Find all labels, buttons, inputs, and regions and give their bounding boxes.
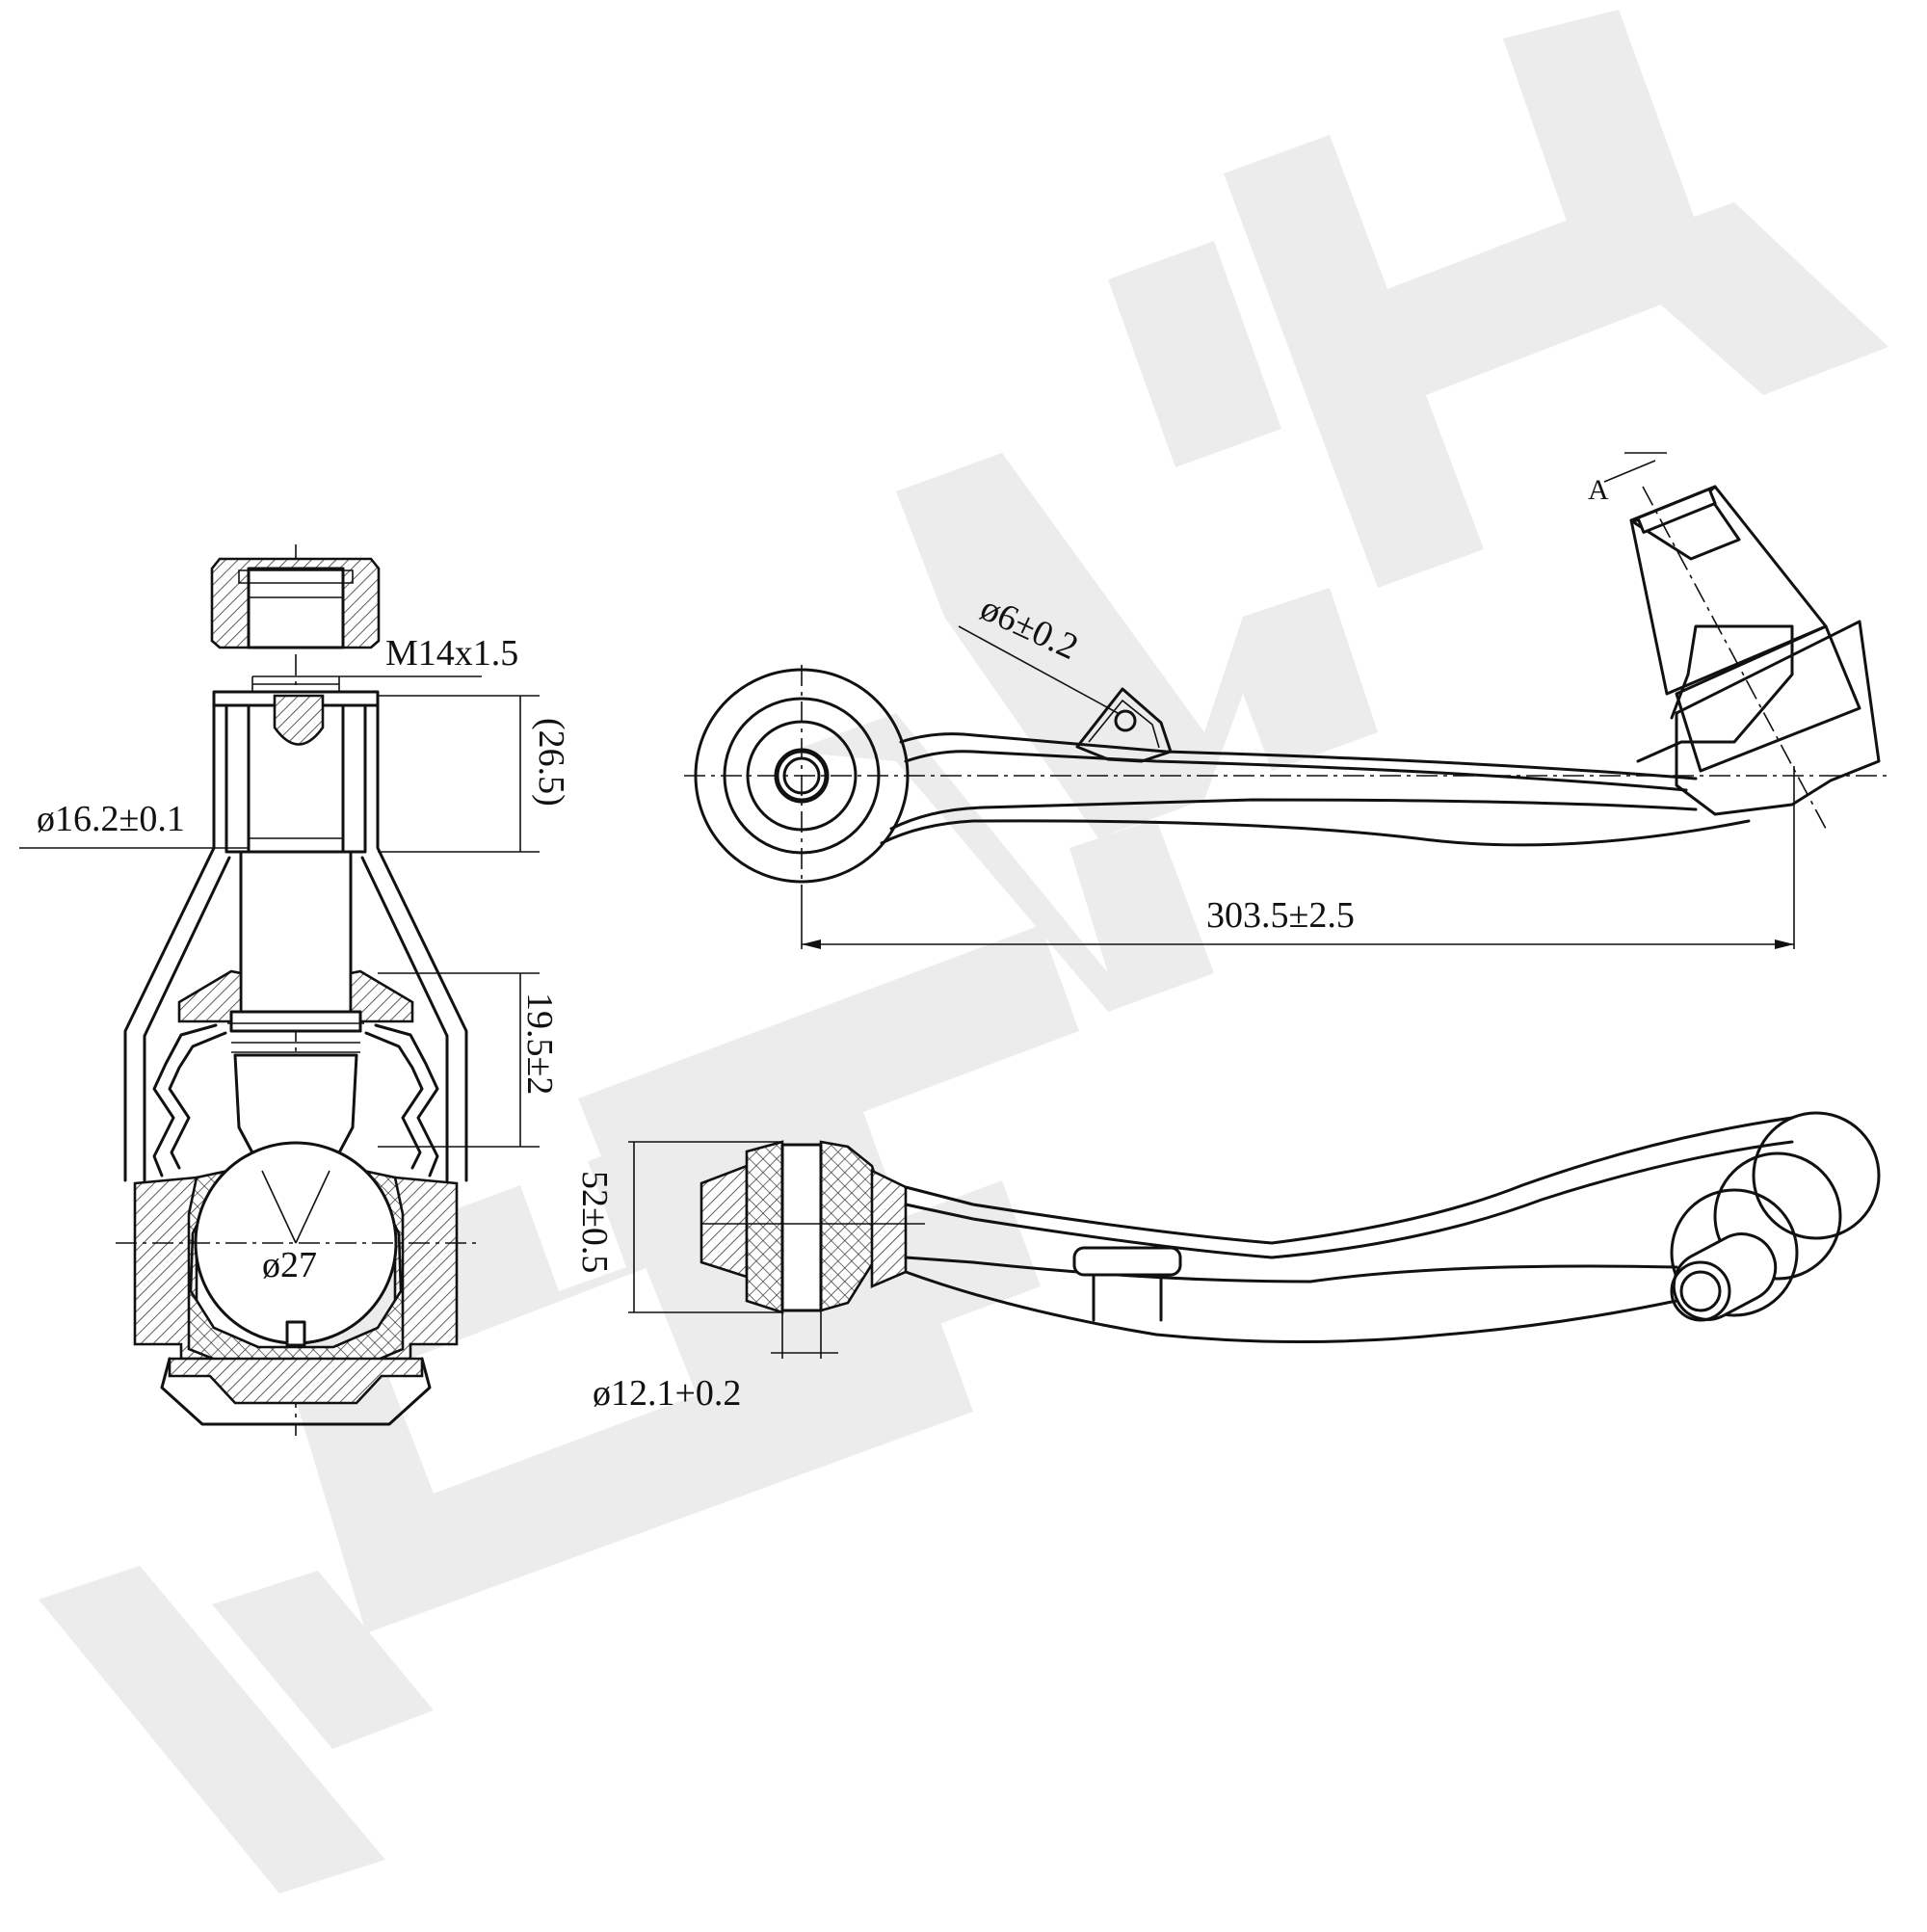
- label-stud-diameter: ø16.2±0.1: [37, 799, 185, 839]
- label-taper-length: (26.5): [531, 718, 571, 807]
- control-arm-side-view: [628, 1111, 1881, 1359]
- housing: [123, 703, 468, 1182]
- ball-seat: [133, 1141, 459, 1426]
- control-arm-top-view: [684, 452, 1888, 949]
- label-bushing-bore: ø12.1+0.2: [593, 1373, 741, 1414]
- label-ball-diameter: ø27: [262, 1245, 317, 1285]
- label-thread: M14x1.5: [385, 633, 518, 674]
- dust-boot: [152, 1023, 439, 1178]
- ball-joint-section: [19, 544, 540, 1436]
- label-arm-length: 303.5±2.5: [1206, 895, 1355, 936]
- label-view-marker: A: [1588, 474, 1609, 506]
- castle-nut: [210, 557, 381, 649]
- label-bushing-width: 52±0.5: [574, 1171, 615, 1273]
- stud: [177, 690, 414, 1158]
- label-boot-height: 19.5±2: [519, 992, 560, 1095]
